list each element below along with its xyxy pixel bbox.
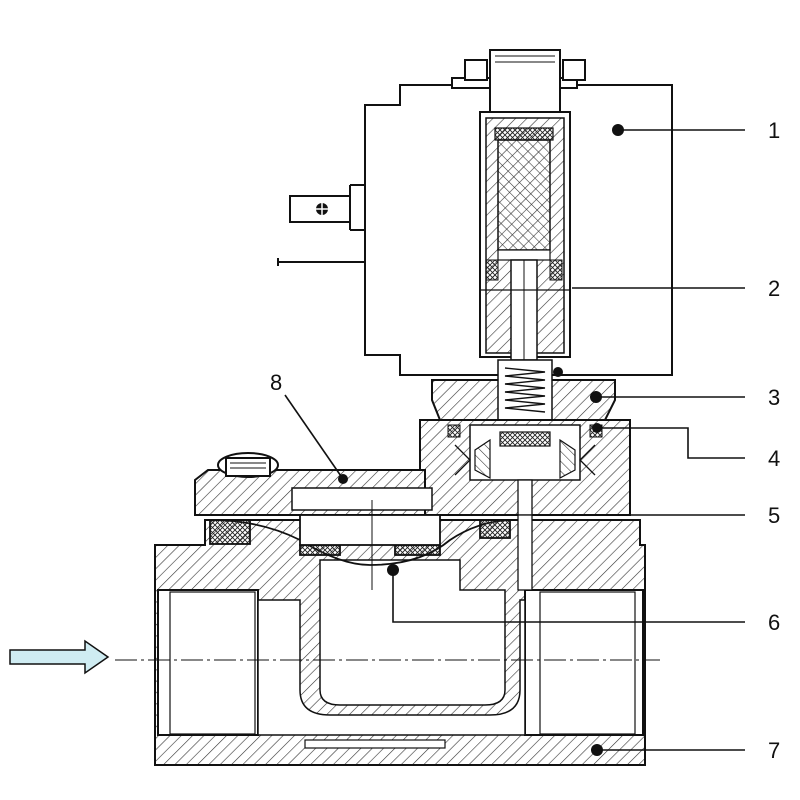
spring-icon: [504, 367, 546, 413]
flow-direction-arrow-icon: [9, 639, 110, 675]
armature-tube-assembly: [479, 111, 571, 361]
diaphragm-assembly: [209, 500, 516, 590]
leader-line-8: [284, 394, 344, 480]
valve-cover: [194, 452, 433, 516]
label-6: 6: [768, 610, 780, 635]
electrical-connector: [277, 184, 365, 266]
top-nut: [451, 49, 586, 113]
label-7: 7: [768, 738, 780, 763]
label-3: 3: [768, 385, 780, 410]
valve-body: [154, 514, 646, 766]
connector-screw-icon: [316, 203, 328, 215]
pilot-housing: [419, 419, 631, 516]
leader-dot-spring: [553, 367, 563, 377]
leader-line-6: [392, 570, 745, 623]
label-1: 1: [768, 118, 780, 143]
leader-line-4: [597, 427, 745, 459]
label-5: 5: [768, 503, 780, 528]
part-labels: 1 2 3 4 5 6 7 8: [270, 118, 780, 763]
label-4: 4: [768, 446, 780, 471]
leader-lines: [284, 129, 745, 751]
label-2: 2: [768, 276, 780, 301]
label-8: 8: [270, 370, 282, 395]
